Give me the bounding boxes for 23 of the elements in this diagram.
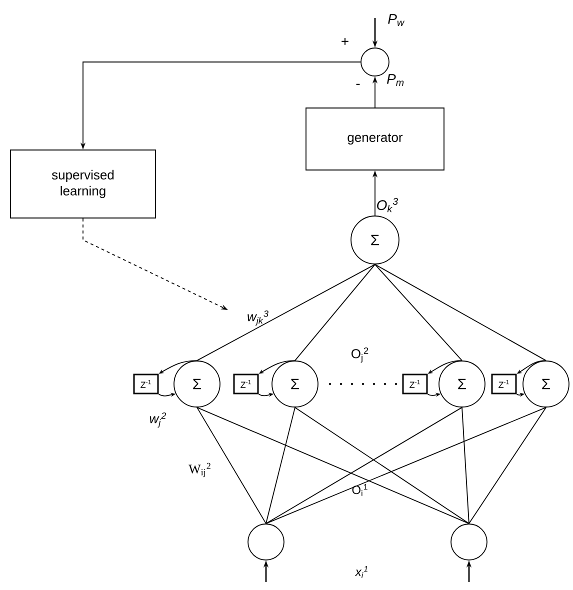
delay-box: Z$^{-1}$ bbox=[233, 374, 259, 394]
edge-label: P$_{w}$ bbox=[388, 14, 405, 26]
process-box: supervised learning bbox=[10, 150, 156, 218]
symbol-label: w$_{jk}$3 bbox=[248, 310, 268, 326]
symbol-label: O$_{j}$2 bbox=[352, 347, 368, 363]
symbol-label: w$_{j}$2 bbox=[150, 412, 166, 428]
symbol-label: W$_{ij}$2 bbox=[188, 462, 210, 478]
sum-neuron: Σ bbox=[522, 360, 570, 408]
sum-neuron: Σ bbox=[350, 216, 400, 264]
symbol-label: + bbox=[342, 38, 348, 45]
sum-neuron: Σ bbox=[272, 360, 318, 408]
input-neuron bbox=[248, 524, 284, 560]
sum-neuron: Σ bbox=[438, 360, 486, 408]
symbol-label: x$_{i}$1 bbox=[354, 566, 368, 578]
delay-box: Z$^{-1}$ bbox=[133, 374, 159, 394]
symbol-label: - bbox=[356, 84, 360, 85]
input-neuron bbox=[450, 524, 488, 560]
delay-box: Z$^{-1}$ bbox=[402, 374, 428, 394]
edge-label: P$_{m}$ bbox=[386, 74, 404, 86]
delay-box: Z$^{-1}$ bbox=[491, 374, 517, 394]
sum-neuron: Σ bbox=[174, 360, 220, 408]
process-box: generator bbox=[306, 108, 444, 170]
edge-label: O$_{k}$3 bbox=[377, 198, 398, 212]
